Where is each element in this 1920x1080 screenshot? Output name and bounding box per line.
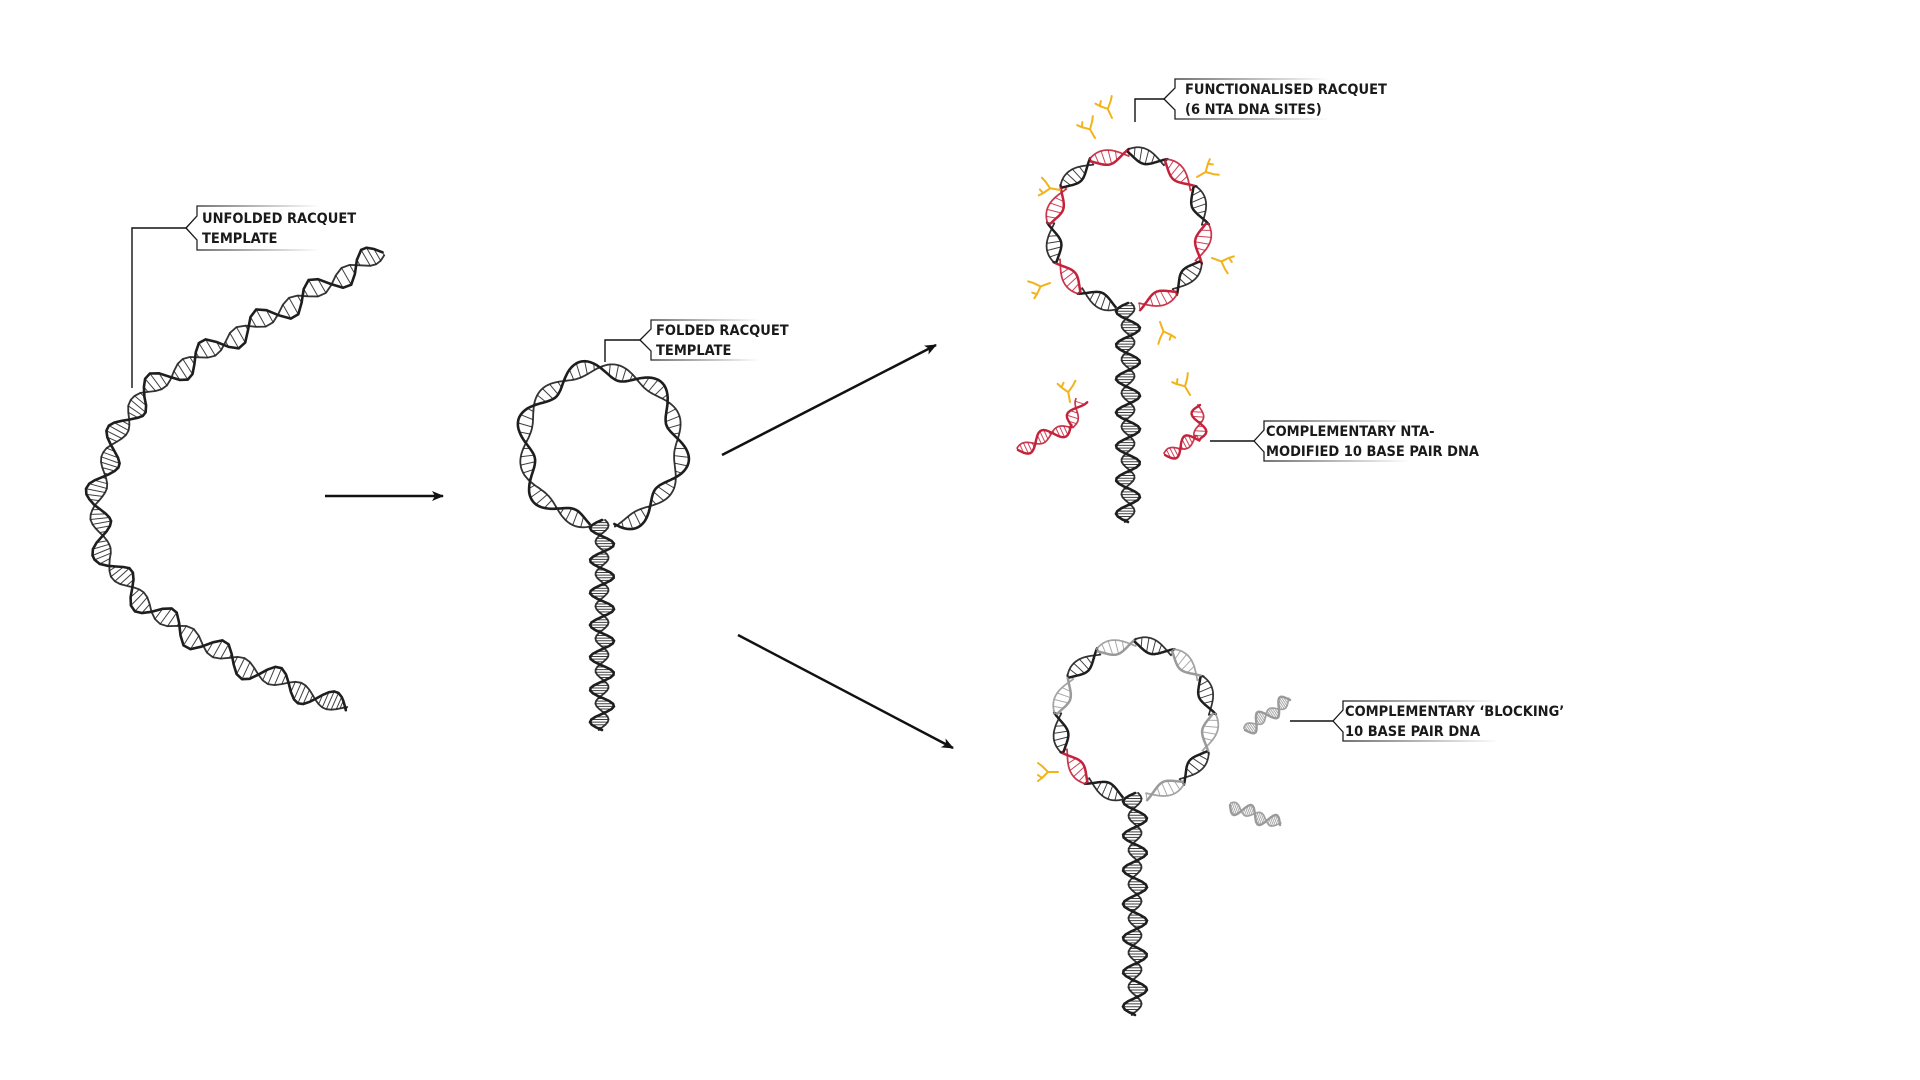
- nta-ligand-icon: [1027, 280, 1051, 300]
- callout-blocking-dna: COMPLEMENTARY ‘BLOCKING’ 10 BASE PAIR DN…: [1290, 700, 1564, 742]
- callout-unfolded-racquet: UNFOLDED RACQUET TEMPLATE: [131, 205, 356, 388]
- unfolded-racquet-template: [84, 246, 386, 712]
- label-nta-line1: COMPLEMENTARY NTA-: [1266, 424, 1435, 440]
- label-blocking-line1: COMPLEMENTARY ‘BLOCKING’: [1345, 704, 1564, 720]
- nta-ligand-icon: [1037, 176, 1061, 197]
- label-functionalised-line2: (6 NTA DNA SITES): [1185, 102, 1322, 118]
- functionalised-racquet: [1027, 95, 1235, 524]
- nta-ligand-icon: [1037, 762, 1059, 782]
- nta-ligand-icon: [1056, 379, 1077, 403]
- nta-ligand-icon: [1196, 158, 1220, 178]
- label-unfolded-line2: TEMPLATE: [202, 231, 277, 247]
- label-folded-line2: TEMPLATE: [656, 343, 731, 359]
- nta-ligand-icon: [1171, 372, 1191, 396]
- label-unfolded-line1: UNFOLDED RACQUET: [202, 211, 356, 227]
- label-nta-line2: MODIFIED 10 BASE PAIR DNA: [1266, 444, 1480, 460]
- arrow-right-icon: [721, 343, 937, 457]
- free-blocking-dna-strands: [1228, 695, 1292, 827]
- callout-folded-racquet: FOLDED RACQUET TEMPLATE: [604, 319, 789, 362]
- callout-functionalised-racquet: FUNCTIONALISED RACQUET (6 NTA DNA SITES): [1134, 78, 1387, 122]
- nta-ligand-icon: [1211, 255, 1235, 275]
- label-folded-line1: FOLDED RACQUET: [656, 323, 789, 339]
- label-blocking-line2: 10 BASE PAIR DNA: [1345, 724, 1481, 740]
- arrow-right-icon: [737, 633, 954, 750]
- nta-ligand-icon: [1157, 321, 1177, 345]
- nta-ligand-icon: [1076, 115, 1096, 139]
- free-nta-dna-strands: [1016, 372, 1208, 460]
- callout-nta-dna: COMPLEMENTARY NTA- MODIFIED 10 BASE PAIR…: [1210, 420, 1480, 462]
- blocked-racquet: [1037, 636, 1220, 1017]
- folded-racquet-template: [516, 359, 691, 732]
- nta-ligand-icon: [1094, 95, 1113, 119]
- label-functionalised-line1: FUNCTIONALISED RACQUET: [1185, 82, 1387, 98]
